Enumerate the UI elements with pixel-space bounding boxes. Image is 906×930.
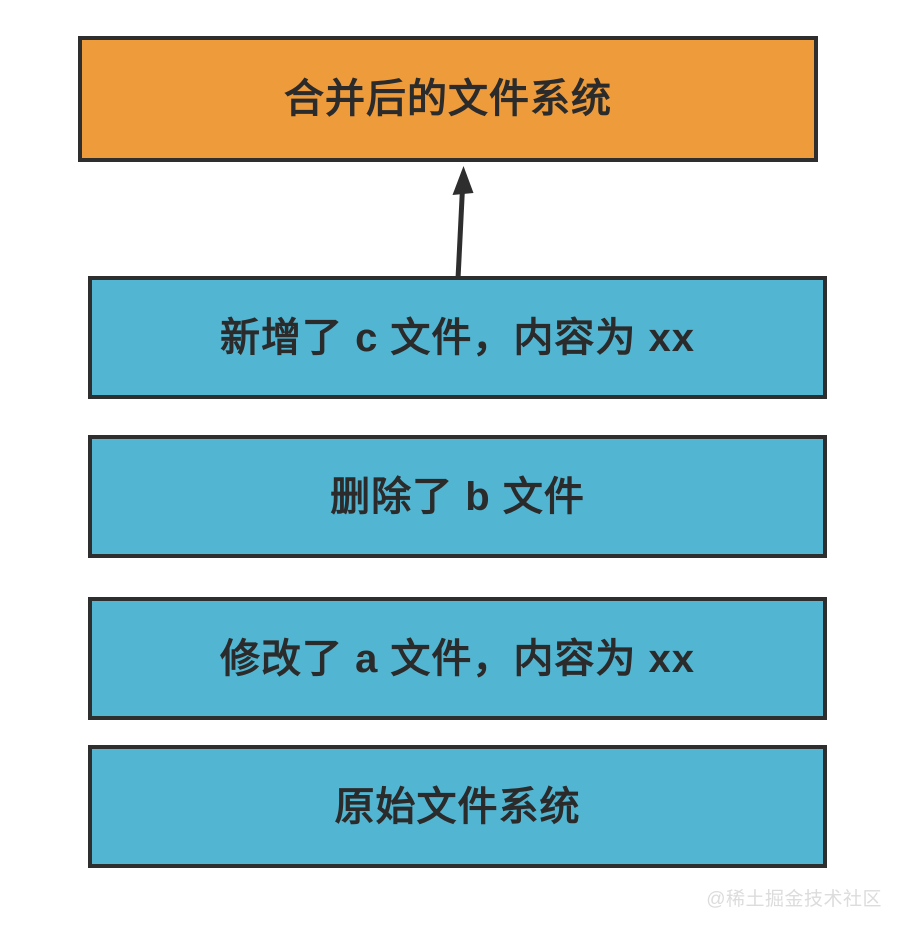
- node-merged-filesystem-label: 合并后的文件系统: [284, 77, 612, 121]
- node-merged-filesystem[interactable]: 合并后的文件系统: [78, 36, 818, 162]
- node-layer-add-c-label: 新增了 c 文件，内容为 xx: [219, 315, 696, 360]
- node-layer-modify-a-label: 修改了 a 文件，内容为 xx: [219, 636, 696, 681]
- node-layer-delete-b[interactable]: 删除了 b 文件: [88, 435, 827, 558]
- node-layer-original-filesystem-label: 原始文件系统: [334, 784, 581, 829]
- node-layer-modify-a[interactable]: 修改了 a 文件，内容为 xx: [88, 597, 827, 720]
- node-layer-original-filesystem[interactable]: 原始文件系统: [88, 745, 827, 868]
- node-layer-add-c[interactable]: 新增了 c 文件，内容为 xx: [88, 276, 827, 399]
- merge-arrow-shaft: [455, 187, 465, 280]
- merge-arrow-head: [452, 166, 474, 195]
- merge-arrow-icon: [452, 166, 474, 280]
- watermark: @稀土掘金技术社区: [706, 889, 882, 910]
- node-layer-delete-b-label: 删除了 b 文件: [330, 474, 585, 519]
